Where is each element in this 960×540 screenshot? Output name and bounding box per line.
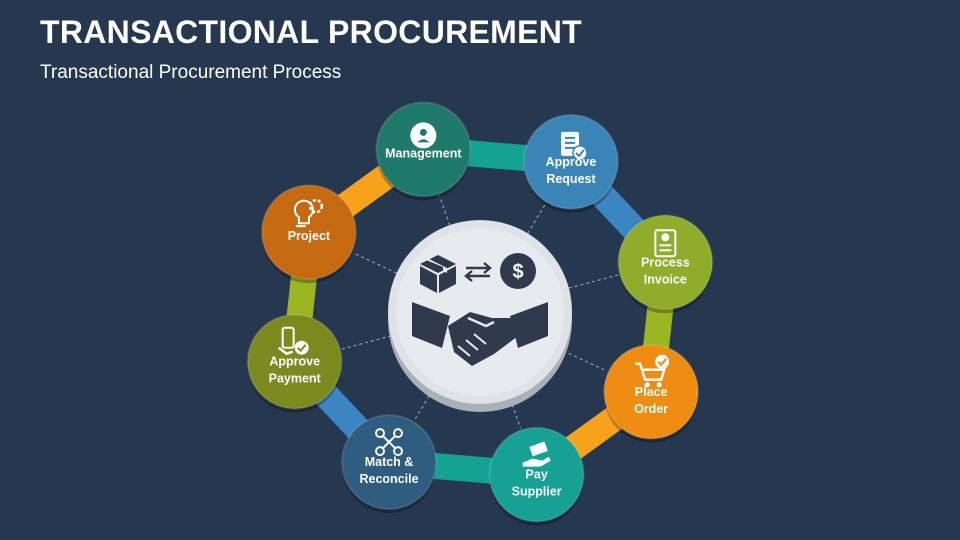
step-label-pay-supplier-line-1: Pay [526,468,548,482]
gear-person-icon [410,122,437,149]
step-label-management: Management [385,146,462,160]
handshake-icon [412,302,548,366]
node-disc [341,414,438,511]
dashed-spoke-layer [341,195,619,429]
document-check-icon [560,131,588,161]
step-label-approve-payment-line-2: Payment [269,372,322,386]
spoke-place-order [563,350,607,372]
node-disc [246,313,343,410]
node-disc [375,101,472,198]
step-label-match-reconcile-line-2: Reconcile [359,472,418,486]
slide-subtitle: Transactional Procurement Process [40,62,342,83]
node-disc [522,113,619,210]
node-disc [260,184,357,281]
spoke-pay-supplier [509,398,522,429]
network-nodes-icon [375,428,404,457]
phone-check-icon [277,326,309,356]
step-label-approve-request-line-2: Request [546,172,596,186]
step-label-place-order-line-2: Order [634,402,668,416]
spoke-approve-payment [341,335,392,350]
center-hub: $ [388,220,572,412]
step-node-management: Management [375,101,472,201]
spoke-management [438,195,451,226]
lightbulb-gear-icon [293,198,324,228]
step-label-match-reconcile-line-1: Match & [365,455,414,469]
invoice-icon [654,229,677,258]
step-label-approve-request-line-1: Approve [546,155,597,169]
step-nodes: ManagementApproveRequestProcessInvoicePl… [246,101,714,526]
spoke-approve-request [527,203,547,234]
step-node-match-reconcile: Match & Reconcile [341,414,438,514]
spoke-project [353,252,397,274]
dollar-coin-icon: $ [500,253,536,289]
node-disc [603,343,700,440]
slide-title: TRANSACTIONAL PROCUREMENT [40,14,583,50]
box-icon [420,255,456,293]
spoke-process-invoice [568,274,619,289]
step-label-place-order-line-1: Place [635,385,668,399]
step-label-approve-payment-line-1: Approve [269,355,320,369]
hand-money-icon [522,441,551,467]
exchange-arrows-icon [464,262,492,282]
step-label-pay-supplier-line-2: Supplier [512,485,562,499]
step-label-project: Project [288,229,331,243]
step-label-process-invoice-line-2: Invoice [644,272,687,286]
step-node-project: Project [260,184,357,284]
cart-check-icon [635,354,670,388]
node-disc [488,426,585,523]
svg-text:$: $ [512,261,523,283]
step-label-process-invoice-line-1: Process [641,255,690,269]
node-disc [617,214,714,311]
